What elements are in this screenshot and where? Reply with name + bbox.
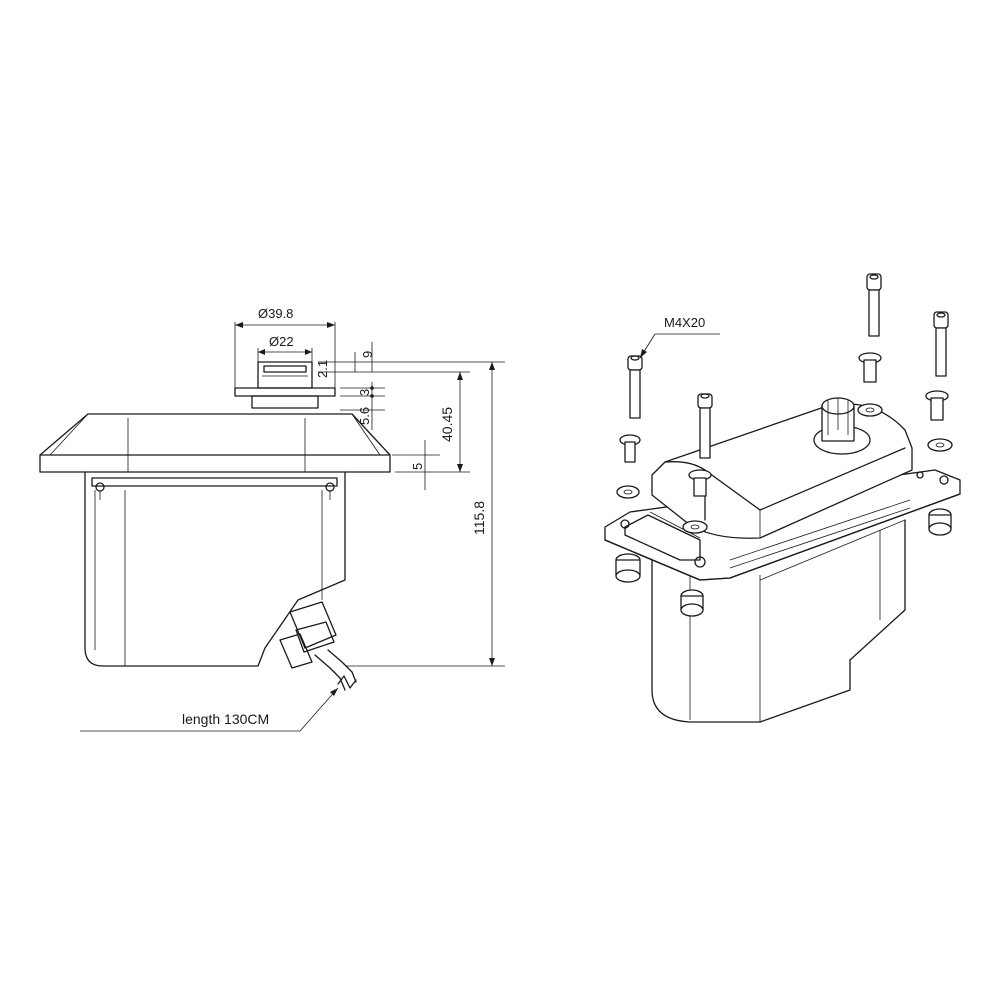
cable-length-label: length 130CM [182,711,269,727]
dimension-115-8: 115.8 [345,362,505,667]
inner-diameter-label: Ø22 [269,334,294,349]
exploded-view: M4X20 [604,273,961,723]
dim-2-1-label: 2.1 [315,360,330,378]
dimension-stack-top: 9 2.1 3 5.6 [315,342,505,430]
servo-body [84,471,357,691]
dimension-5: 5 [392,440,440,490]
servo-flange [39,413,391,473]
dimension-outer-diameter: Ø39.8 [234,306,336,388]
iso-output-shaft [813,397,871,455]
dim-115-8-label: 115.8 [471,501,487,535]
front-view: Ø39.8 Ø22 9 2.1 3 5.6 [39,306,505,732]
screw-set-left-2 [680,393,713,617]
dim-40-45-label: 40.45 [439,407,455,442]
dim-3-label: 3 [357,389,372,396]
dimension-inner-diameter: Ø22 [257,334,313,362]
screw-set-right-1 [857,273,883,417]
dim-5-label: 5 [410,463,425,470]
dim-9-label: 9 [360,351,375,358]
dim-5-6-label: 5.6 [357,407,372,425]
screw-set-right-2 [925,311,953,536]
screw-callout: M4X20 [639,315,720,359]
dimension-40-45: 40.45 [395,372,470,473]
cable-length-leader: length 130CM [80,687,339,732]
outer-diameter-label: Ø39.8 [258,306,293,321]
horn-disc [234,361,336,409]
screw-set-left-1 [615,355,643,583]
screw-spec-label: M4X20 [664,315,705,330]
